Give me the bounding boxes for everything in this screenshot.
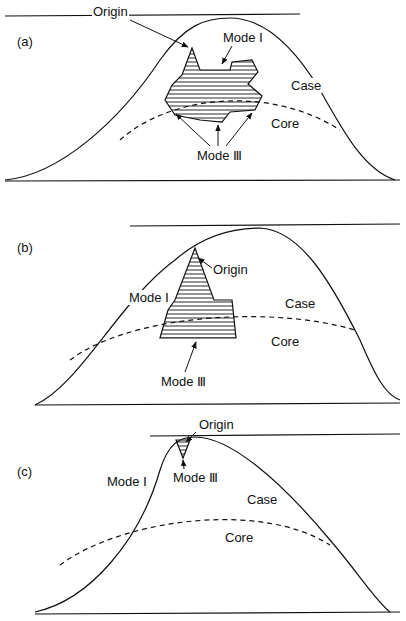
leader-arrow bbox=[130, 20, 188, 47]
panel-label: (c) bbox=[16, 464, 33, 479]
tooth-outline bbox=[35, 228, 400, 405]
fracture-region bbox=[176, 440, 190, 458]
origin-label: Origin bbox=[92, 4, 129, 19]
tooth-outline bbox=[5, 18, 395, 180]
surface-line bbox=[5, 14, 300, 16]
leader-arrow bbox=[176, 114, 210, 146]
zone-label: Case bbox=[290, 78, 322, 93]
leader-arrow bbox=[198, 258, 212, 268]
case-core-boundary bbox=[60, 520, 330, 565]
panel-label: (b) bbox=[16, 240, 34, 255]
surface-line bbox=[130, 224, 400, 226]
leader-arrow bbox=[186, 432, 196, 442]
surface-line bbox=[150, 434, 400, 436]
mode-label: Mode Ⅰ bbox=[106, 474, 148, 489]
zone-label: Case bbox=[284, 296, 316, 311]
origin-label: Origin bbox=[212, 262, 249, 277]
leader-arrow bbox=[185, 342, 196, 372]
mode-label: Mode Ⅲ bbox=[172, 470, 219, 485]
mode-label: Mode Ⅲ bbox=[160, 374, 207, 389]
zone-label: Core bbox=[270, 334, 300, 349]
tooth-outline bbox=[35, 437, 390, 612]
panel-label: (a) bbox=[16, 34, 34, 49]
fracture-region bbox=[165, 48, 262, 122]
leader-arrow bbox=[218, 125, 219, 146]
zone-label: Case bbox=[246, 492, 278, 507]
mode-label: Mode Ⅰ bbox=[222, 30, 264, 45]
zone-label: Core bbox=[270, 116, 300, 131]
origin-label: Origin bbox=[198, 417, 235, 432]
surface-line bbox=[35, 403, 400, 405]
mode-label: Mode Ⅲ bbox=[196, 148, 243, 163]
leader-arrow bbox=[183, 460, 184, 469]
mode-label: Mode Ⅰ bbox=[128, 290, 170, 305]
surface-line bbox=[35, 612, 400, 614]
leader-arrow bbox=[222, 46, 232, 64]
zone-label: Core bbox=[224, 530, 254, 545]
leader-arrow bbox=[226, 113, 252, 146]
surface-line bbox=[5, 180, 400, 181]
